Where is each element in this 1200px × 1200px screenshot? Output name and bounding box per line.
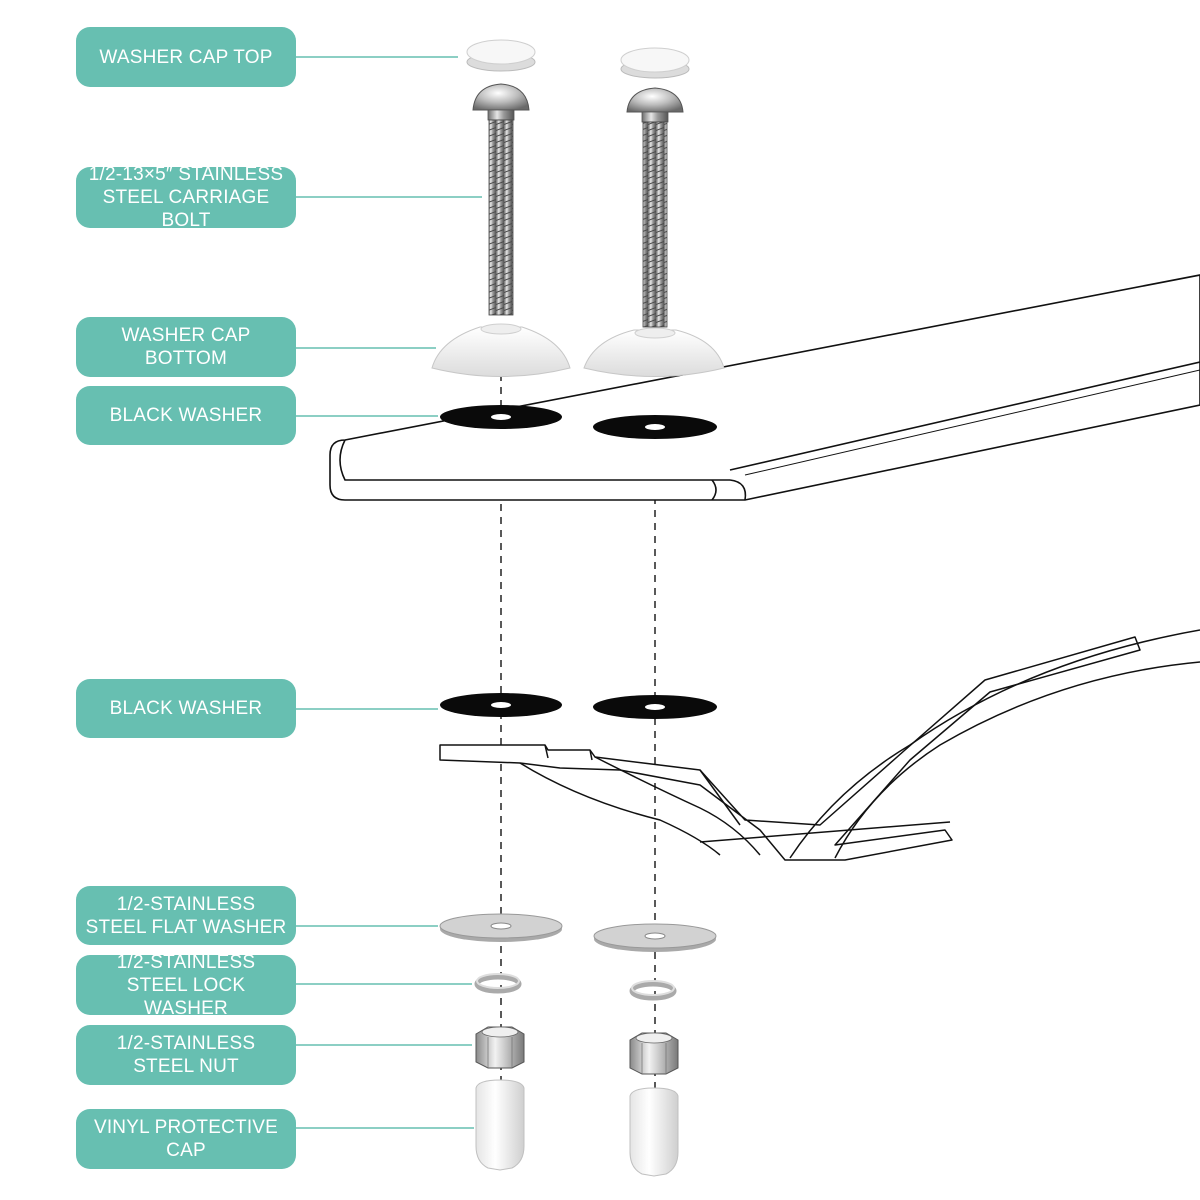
- diving-board: [329, 274, 1200, 501]
- label-washer-cap-top: WASHER CAP TOP: [76, 27, 296, 87]
- black-washer-bottom-left: [440, 693, 562, 717]
- washer-cap-bottom-left: [431, 323, 571, 377]
- label-flat-washer: 1/2-STAINLESS STEEL FLAT WASHER: [76, 886, 296, 945]
- washer-cap-top-left: [466, 39, 536, 72]
- leader-lines: [296, 56, 482, 1129]
- lock-washer-right: [629, 980, 677, 1001]
- nut-right: [629, 1032, 679, 1075]
- label-vinyl-cap: VINYL PROTECTIVE CAP: [76, 1109, 296, 1169]
- carriage-bolt-left: [472, 83, 530, 316]
- flat-washer-right: [593, 923, 717, 952]
- label-black-washer-bottom: BLACK WASHER: [76, 679, 296, 738]
- lock-washer-left: [474, 973, 522, 994]
- flat-washer-left: [439, 913, 563, 942]
- nut-left: [475, 1026, 525, 1069]
- vinyl-cap-left: [475, 1079, 525, 1171]
- right-hardware-stack: [583, 47, 725, 1177]
- vinyl-cap-right: [629, 1087, 679, 1177]
- washer-cap-bottom-right: [583, 327, 725, 377]
- board-stand-frame: [439, 629, 1200, 861]
- label-black-washer-top: BLACK WASHER: [76, 386, 296, 445]
- label-nut: 1/2-STAINLESS STEEL NUT: [76, 1025, 296, 1085]
- label-washer-cap-bottom: WASHER CAP BOTTOM: [76, 317, 296, 377]
- washer-cap-top-right: [620, 47, 690, 79]
- label-carriage-bolt: 1/2-13×5″ STAINLESS STEEL CARRIAGE BOLT: [76, 164, 296, 231]
- carriage-bolt-right: [626, 87, 684, 328]
- black-washer-top-right: [593, 415, 717, 439]
- left-hardware-stack: [431, 39, 571, 1171]
- black-washer-bottom-right: [593, 695, 717, 719]
- black-washer-top-left: [440, 405, 562, 429]
- label-lock-washer: 1/2-STAINLESS STEEL LOCK WASHER: [76, 952, 296, 1019]
